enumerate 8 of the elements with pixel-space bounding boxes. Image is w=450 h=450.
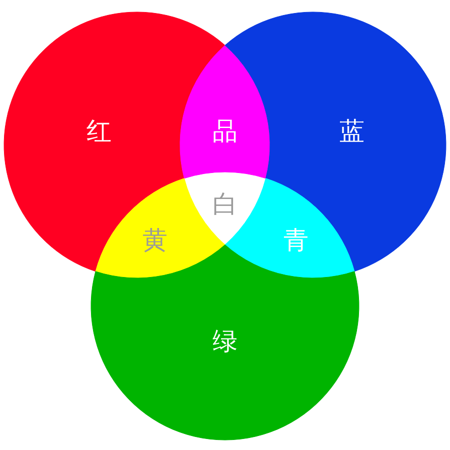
circle-label: 蓝 [340, 118, 364, 144]
region-label: 黄 [142, 228, 168, 252]
circle-label: 绿 [212, 328, 238, 354]
circle-label: 红 [86, 118, 112, 144]
region-label: 青 [284, 228, 308, 252]
region-label: 白 [212, 192, 238, 216]
region-label: 品 [212, 118, 238, 144]
overlap-region [180, 45, 270, 179]
